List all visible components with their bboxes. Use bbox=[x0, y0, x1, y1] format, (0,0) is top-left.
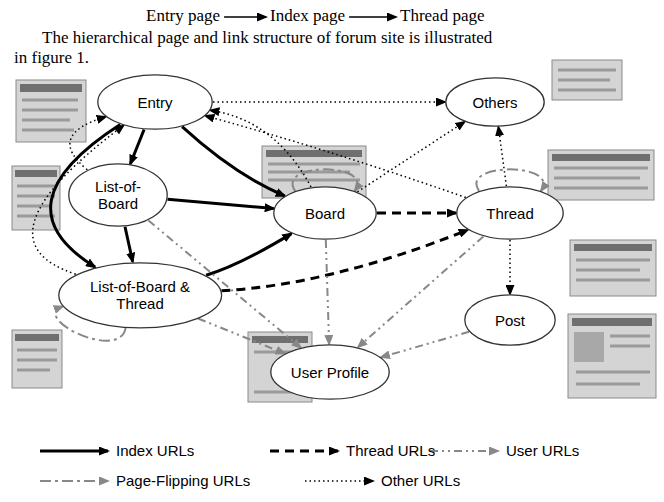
legend-label: User URLs bbox=[506, 442, 579, 460]
flow-step-label: Entry page bbox=[146, 6, 220, 26]
node-ellipse bbox=[98, 75, 212, 129]
link-arrow bbox=[509, 240, 511, 294]
legend-sample bbox=[270, 450, 338, 453]
page-node: User Profile bbox=[270, 344, 390, 400]
node-ellipse bbox=[457, 187, 563, 239]
legend-label: Page-Flipping URLs bbox=[116, 472, 250, 490]
page-node: List-of- Board bbox=[68, 163, 168, 227]
page-node: Board bbox=[273, 186, 377, 240]
page-node: List-of-Board & Thread bbox=[58, 262, 222, 329]
link-arrow bbox=[210, 110, 311, 187]
legend-sample bbox=[40, 450, 108, 453]
node-ellipse bbox=[274, 187, 376, 239]
page-thumbnail bbox=[12, 330, 62, 388]
page-node: Thread bbox=[456, 186, 564, 240]
link-arrow bbox=[381, 332, 469, 358]
legend-label: Other URLs bbox=[381, 472, 460, 490]
legend-label: Index URLs bbox=[116, 442, 194, 460]
legend-sample bbox=[305, 480, 373, 482]
page-thumbnail bbox=[570, 240, 656, 296]
link-arrow bbox=[326, 240, 329, 344]
flow-step-label: Thread page bbox=[400, 6, 484, 26]
page-node: Others bbox=[445, 77, 545, 127]
link-arrow bbox=[130, 130, 144, 165]
flow-arrow bbox=[349, 16, 396, 17]
link-arrow bbox=[168, 199, 274, 208]
flow-step-label: Index page bbox=[270, 6, 345, 26]
link-arrow bbox=[205, 116, 465, 198]
link-arrow bbox=[70, 117, 106, 170]
node-label: Thread bbox=[486, 205, 534, 222]
link-arrow bbox=[222, 230, 468, 291]
node-label: Board bbox=[305, 205, 345, 222]
link-arrow bbox=[357, 122, 464, 192]
link-arrow bbox=[377, 212, 456, 215]
node-ellipse bbox=[69, 164, 167, 226]
page-node: Post bbox=[464, 294, 556, 346]
page-thumbnail bbox=[548, 150, 654, 200]
legend-sample bbox=[430, 450, 498, 452]
link-arrow bbox=[182, 127, 285, 196]
node-label: Entry bbox=[137, 94, 172, 111]
link-arrow bbox=[198, 319, 285, 354]
node-ellipse bbox=[446, 78, 544, 126]
link-arrow bbox=[498, 127, 506, 186]
link-arrow bbox=[125, 227, 133, 262]
link-arrow bbox=[213, 101, 445, 103]
link-arrow bbox=[206, 234, 291, 276]
node-label: User Profile bbox=[291, 364, 369, 381]
legend-label: Thread URLs bbox=[346, 442, 435, 460]
flow-arrow bbox=[224, 16, 266, 17]
node-label: Others bbox=[472, 94, 517, 111]
node-ellipse bbox=[271, 345, 389, 399]
page-thumbnail bbox=[568, 314, 656, 398]
node-label: List-of- Board bbox=[87, 178, 149, 212]
page-thumbnail bbox=[552, 60, 622, 100]
node-label: List-of-Board & Thread bbox=[79, 278, 201, 312]
link-arrow bbox=[358, 237, 483, 348]
node-ellipse bbox=[59, 262, 222, 327]
page-node: Entry bbox=[97, 74, 213, 130]
body-text: The hierarchical page and link structure… bbox=[14, 28, 500, 68]
node-label: Post bbox=[495, 312, 525, 329]
legend-sample bbox=[40, 480, 108, 482]
node-ellipse bbox=[465, 295, 555, 345]
